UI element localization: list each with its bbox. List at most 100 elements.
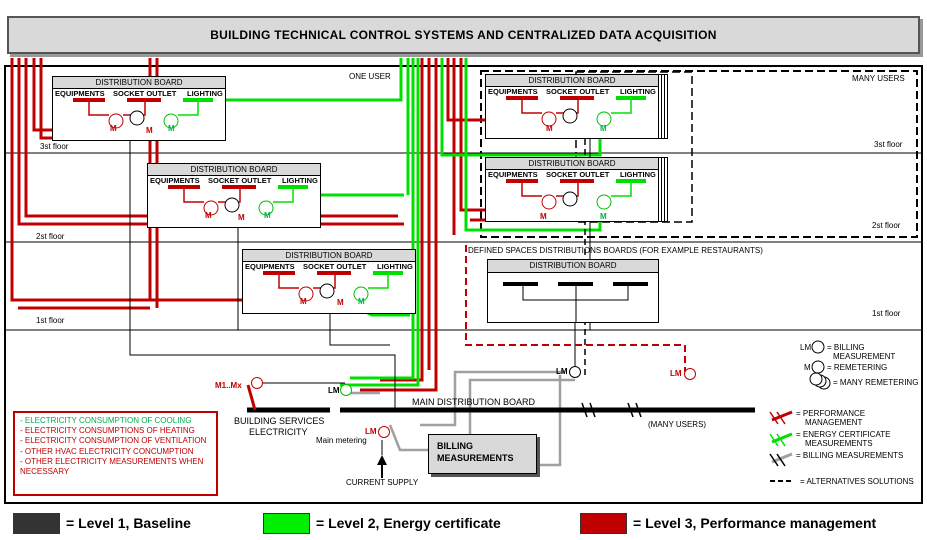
meter-circle	[569, 366, 581, 378]
main-metering-label: Main metering	[316, 436, 367, 445]
main-distribution-board-label: MAIN DISTRIBUTION BOARD	[412, 397, 536, 407]
electricity-label: ELECTRICITY	[249, 427, 308, 437]
meter-label: M	[168, 124, 175, 133]
meter-label: M	[540, 212, 547, 221]
supply-arrow-head	[377, 455, 387, 465]
meter-label: LM	[556, 367, 568, 376]
board-title: DISTRIBUTION BOARD	[486, 158, 658, 170]
consumption-item: - OTHER HVAC ELECTRICITY CONCUMPTION	[20, 446, 194, 456]
meter-label: M	[110, 124, 117, 133]
many-users-label: MANY USERS	[852, 74, 905, 83]
floor-label-right-2: 2st floor	[872, 221, 901, 230]
distribution-board: DISTRIBUTION BOARD EQUIPMENTS SOCKET OUT…	[242, 249, 416, 314]
building-outline	[4, 65, 923, 504]
board-socket-label: SOCKET OUTLET	[546, 87, 610, 96]
meter-label: M	[205, 211, 212, 220]
board-title: DISTRIBUTION BOARD	[148, 164, 320, 176]
level-3-swatch	[580, 512, 627, 534]
distribution-board: DISTRIBUTION BOARD EQUIPMENTS SOCKET OUT…	[485, 157, 659, 222]
legend-alternatives: = ALTERNATIVES SOLUTIONS	[800, 477, 914, 486]
meter-label: LM	[365, 427, 377, 436]
level-2-legend: = Level 2, Energy certificate	[263, 512, 501, 534]
meter-label: M	[337, 298, 344, 307]
legend-lm-symbol: LM	[800, 343, 812, 352]
board-equipments-label: EQUIPMENTS	[150, 176, 200, 185]
meter-label: M	[600, 124, 607, 133]
legend-many-remetering: = MANY REMETERING	[833, 378, 919, 387]
distribution-board: DISTRIBUTION BOARD EQUIPMENTS SOCKET OUT…	[52, 76, 226, 141]
meter-label: LM	[328, 386, 340, 395]
one-user-label: ONE USER	[349, 72, 391, 81]
meter-label: M	[546, 124, 553, 133]
meter-label: M	[600, 212, 607, 221]
board-lighting-label: LIGHTING	[620, 87, 656, 96]
meter-label: M1..Mx	[215, 381, 242, 390]
level-1-swatch	[13, 512, 60, 534]
board-equipments-label: EQUIPMENTS	[245, 262, 295, 271]
board-wiring	[263, 271, 403, 302]
board-wiring	[168, 185, 308, 216]
consumption-item: - ELECTRICITY CONSUMPTIONS OF HEATING	[20, 426, 195, 436]
billing-label-2: MEASUREMENTS	[437, 453, 514, 463]
board-wiring	[506, 179, 646, 210]
board-title: DISTRIBUTION BOARD	[53, 77, 225, 89]
board-socket-label: SOCKET OUTLET	[303, 262, 367, 271]
legend-lm-text-1: = BILLING	[827, 343, 865, 352]
level-3-label: = Level 3, Performance management	[633, 515, 877, 531]
billing-measurements-box: BILLING MEASUREMENTS	[428, 434, 537, 474]
defined-board-title: DISTRIBUTION BOARD	[488, 260, 658, 273]
floor-label-left-1: 1st floor	[36, 316, 65, 325]
m1mx-link	[246, 384, 257, 411]
level-1-label: = Level 1, Baseline	[66, 515, 191, 531]
board-socket-label: SOCKET OUTLET	[208, 176, 272, 185]
defined-board-wiring	[503, 282, 648, 322]
meter-circle	[684, 368, 696, 380]
legend-energy-2: MEASUREMENTS	[805, 439, 873, 448]
meter-circle	[251, 377, 263, 389]
floor-label-left-3: 3st floor	[40, 142, 69, 151]
consumption-item: NECESSARY	[20, 467, 70, 477]
building-services-label: BUILDING SERVICES	[234, 416, 325, 426]
board-wiring	[73, 98, 213, 129]
defined-spaces-label: DEFINED SPACES DISTRIBUTIONS BOARDS (FOR…	[468, 246, 763, 255]
bar-breaks	[581, 402, 642, 418]
level-3-legend: = Level 3, Performance management	[580, 512, 876, 534]
meter-label: M	[300, 297, 307, 306]
meter-label: M	[238, 213, 245, 222]
board-socket-label: SOCKET OUTLET	[113, 89, 177, 98]
legend-performance-1: = PERFORMANCE	[796, 409, 866, 418]
legend-m-symbol: M	[804, 363, 811, 372]
level-2-label: = Level 2, Energy certificate	[316, 515, 501, 531]
board-equipments-label: EQUIPMENTS	[55, 89, 105, 98]
alt-zone	[575, 71, 693, 223]
board-title: DISTRIBUTION BOARD	[243, 250, 415, 262]
legend-symbols	[769, 340, 831, 482]
many-users-paren-label: (MANY USERS)	[648, 420, 707, 429]
defined-spaces-dashed	[465, 245, 686, 372]
board-equipments-label: EQUIPMENTS	[488, 170, 538, 179]
legend-billing: = BILLING MEASUREMENTS	[796, 451, 904, 460]
meter-label: M	[146, 126, 153, 135]
billing-label-1: BILLING	[437, 441, 473, 451]
consumption-item: - ELECTRICITY CONSUMPTION OF VENTILATION	[20, 436, 207, 446]
meter-label: LM	[670, 369, 682, 378]
distribution-board: DISTRIBUTION BOARD EQUIPMENTS SOCKET OUT…	[147, 163, 321, 228]
meter-circle	[378, 426, 390, 438]
board-lighting-label: LIGHTING	[377, 262, 413, 271]
legend-lm-text-2: MEASUREMENT	[833, 352, 896, 361]
floor-label-right-3: 3st floor	[874, 140, 903, 149]
meter-label: M	[358, 297, 365, 306]
board-equipments-label: EQUIPMENTS	[488, 87, 538, 96]
board-socket-label: SOCKET OUTLET	[546, 170, 610, 179]
legend-m-text: = REMETERING	[827, 363, 888, 372]
page-title: BUILDING TECHNICAL CONTROL SYSTEMS AND C…	[7, 16, 920, 54]
level-2-swatch	[263, 512, 310, 534]
floor-label-left-2: 2st floor	[36, 232, 65, 241]
legend-energy-1: = ENERGY CERTIFICATE	[796, 430, 891, 439]
board-lighting-label: LIGHTING	[620, 170, 656, 179]
meter-label: M	[264, 211, 271, 220]
consumption-list: - ELECTRICITY CONSUMPTION OF COOLING- EL…	[13, 411, 218, 496]
board-lighting-label: LIGHTING	[187, 89, 223, 98]
defined-spaces-board: DISTRIBUTION BOARD	[487, 259, 659, 323]
